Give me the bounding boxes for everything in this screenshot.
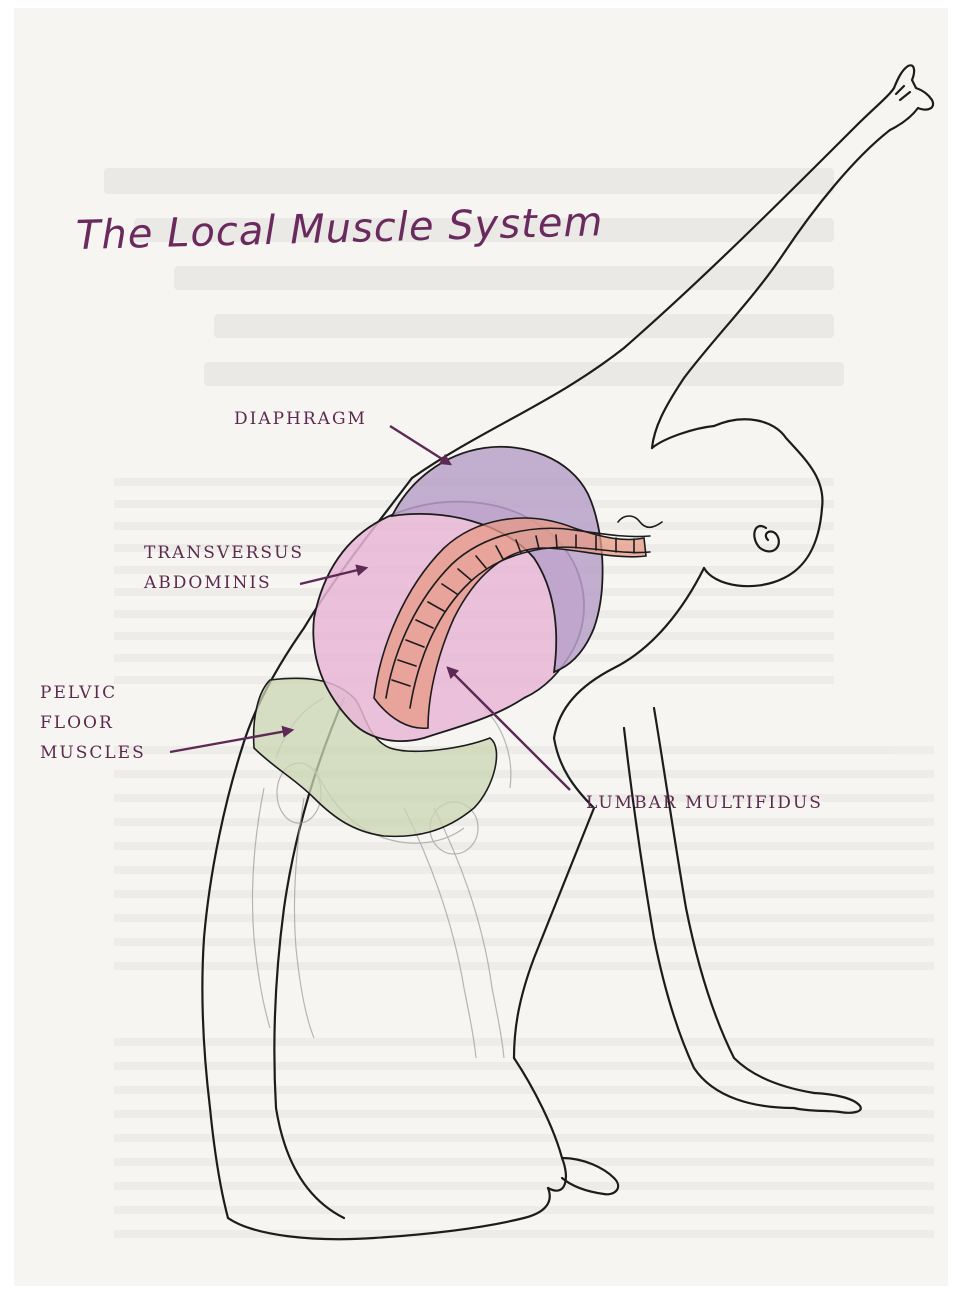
diaphragm-label-text: DIAPHRAGM	[234, 404, 367, 434]
bleed-through-text	[104, 168, 844, 386]
transversus-label-line1: TRANSVERSUS	[144, 538, 304, 568]
pelvic-label-line2: FLOOR	[40, 708, 146, 738]
diaphragm-arrow	[390, 426, 450, 464]
pelvic-floor-muscles-label: PELVIC FLOOR MUSCLES	[40, 678, 146, 768]
transversus-abdominis-label: TRANSVERSUS ABDOMINIS	[144, 538, 304, 598]
lumbar-multifidus-label: LUMBAR MULTIFIDUS	[586, 788, 823, 818]
pelvic-label-line1: PELVIC	[40, 678, 146, 708]
transversus-label-line2: ABDOMINIS	[144, 568, 304, 598]
lumbar-multifidus-label-text: LUMBAR MULTIFIDUS	[586, 788, 823, 818]
anatomy-illustration	[14, 8, 948, 1286]
diaphragm-label: DIAPHRAGM	[234, 404, 367, 434]
pelvic-label-line3: MUSCLES	[40, 738, 146, 768]
book-page: The Local Muscle System DIAPHRAGM TRANSV…	[14, 8, 948, 1286]
